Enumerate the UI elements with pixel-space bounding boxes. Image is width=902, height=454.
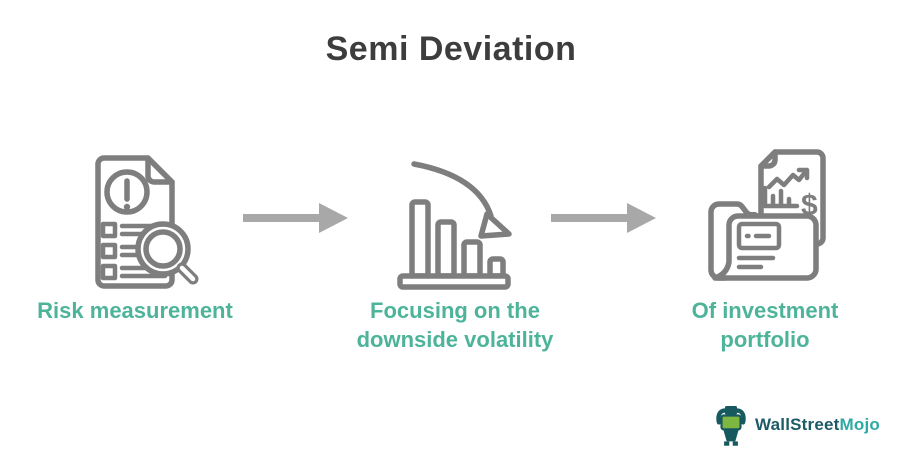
folded-corner — [145, 155, 175, 185]
step-downside-volatility: Focusing on the downside volatility — [330, 150, 580, 354]
icon-wrap — [70, 150, 200, 292]
id-card — [736, 221, 782, 251]
portfolio-folder-icon: $ — [708, 149, 826, 281]
alert-circle — [104, 169, 150, 215]
decline-arrowhead — [478, 211, 512, 239]
folder-tab — [708, 201, 758, 281]
logo-text-mojo: Mojo — [839, 415, 880, 434]
chart-base — [397, 273, 511, 290]
trend-arrowhead — [796, 167, 810, 181]
step-label: Focusing on the downside volatility — [356, 298, 554, 352]
logo-text: WallStreetMojo — [755, 415, 880, 435]
checkbox — [100, 242, 118, 260]
folder-text-lines — [736, 255, 776, 270]
checkbox — [100, 263, 118, 281]
flow-arrow-icon — [243, 203, 348, 233]
declining-chart-icon — [397, 161, 512, 290]
checkbox — [100, 221, 118, 239]
wallstreetmojo-logo: WallStreetMojo — [712, 402, 880, 448]
step-risk-measurement: Risk measurement — [10, 150, 260, 325]
step-label: Of investment portfolio — [691, 298, 839, 352]
flow-arrow-icon — [551, 203, 656, 233]
report-folded-corner — [758, 149, 778, 169]
logo-text-wallstreet: WallStreet — [755, 415, 840, 434]
icon-wrap: $ — [695, 149, 835, 292]
bar — [461, 239, 483, 279]
mascot-bull-icon — [716, 406, 746, 446]
bar — [435, 219, 457, 279]
decline-curve — [411, 161, 494, 219]
step-label: Risk measurement — [37, 298, 233, 323]
icon-wrap — [390, 150, 520, 292]
risk-document-icon — [95, 155, 199, 289]
trend-line — [766, 168, 809, 190]
mini-bar-chart — [762, 185, 800, 209]
page-title: Semi Deviation — [325, 30, 577, 68]
bar — [409, 199, 431, 279]
step-investment-portfolio: $ Of investment portfolio — [640, 149, 890, 354]
